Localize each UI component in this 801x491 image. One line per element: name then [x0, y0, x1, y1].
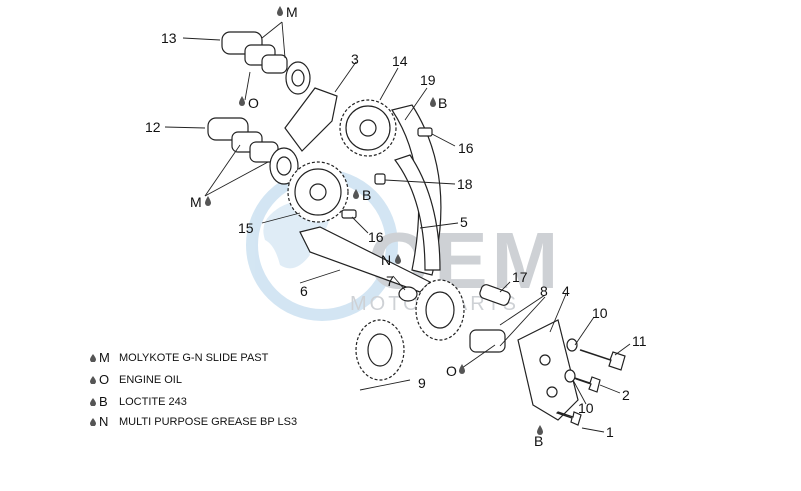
drop-icon [459, 364, 465, 374]
part-label-14: 14 [392, 53, 408, 69]
part-label-10-upper: 10 [592, 305, 608, 321]
part-label-1: 1 [606, 424, 614, 440]
sprocket-lower [287, 161, 349, 223]
part-label-5: 5 [460, 214, 468, 230]
lube-drops [205, 6, 543, 435]
gear-part-8 [415, 279, 465, 341]
bolt-part-18 [374, 173, 386, 185]
washer-part-10-lower [564, 369, 576, 383]
part-label-9: 9 [418, 375, 426, 391]
lube-o-top: O [248, 95, 259, 111]
camshaft-upper [221, 31, 311, 95]
part-label-4: 4 [562, 283, 570, 299]
part-label-7: 7 [386, 273, 394, 289]
lube-b-mid: B [362, 187, 371, 203]
part-label-19: 19 [420, 72, 436, 88]
drop-icon [90, 417, 96, 426]
legend-row-n: N MULTI PURPOSE GREASE BP LS3 [90, 414, 297, 429]
lube-n-mid: N [381, 252, 391, 268]
bolt-part-1 [555, 411, 582, 426]
drop-icon [537, 425, 543, 435]
leader-lines [164, 21, 631, 433]
part-label-11: 11 [632, 333, 647, 349]
part-label-12: 12 [145, 119, 161, 135]
part-label-17: 17 [512, 269, 528, 285]
pin-part-17 [479, 284, 511, 306]
bolt-part-2 [574, 376, 601, 393]
drop-icon [90, 375, 96, 384]
lube-letters: M O M B B N O B [190, 4, 543, 449]
bolt-part-11 [579, 349, 626, 371]
drop-icon [90, 397, 96, 406]
gear-part-9 [355, 319, 405, 381]
needle-bearing [469, 329, 506, 353]
part-label-8: 8 [540, 283, 548, 299]
drop-icon [90, 353, 96, 362]
part-label-16-lower: 16 [368, 229, 384, 245]
bolt-part-16-upper [417, 127, 433, 137]
legend-row-o: O ENGINE OIL [90, 372, 182, 387]
lube-m-top: M [286, 4, 298, 20]
drop-icon [205, 196, 211, 206]
washer-part-10-upper [566, 338, 578, 352]
legend-text: ENGINE OIL [119, 373, 182, 386]
lube-m-left: M [190, 194, 202, 210]
part-label-2: 2 [622, 387, 630, 403]
part-label-16-upper: 16 [458, 140, 474, 156]
drop-icon [430, 97, 436, 107]
bracket-part-3 [284, 87, 338, 152]
part-label-15: 15 [238, 220, 254, 236]
part-label-13: 13 [161, 30, 177, 46]
washer-part-7 [398, 286, 418, 302]
legend-symbol: B [99, 394, 108, 409]
drop-icon [277, 6, 283, 16]
legend-row-b: B LOCTITE 243 [90, 394, 187, 409]
legend-text: MOLYKOTE G-N SLIDE PAST [119, 351, 269, 364]
legend-symbol: M [99, 350, 110, 365]
legend-symbol: N [99, 414, 109, 429]
drop-icon [353, 189, 359, 199]
tensioner-arm [394, 154, 441, 271]
part-number-labels: 1 2 3 4 5 6 7 8 9 10 10 11 12 13 14 15 1… [145, 30, 647, 440]
part-label-6: 6 [300, 283, 308, 299]
lube-b-bottom: B [534, 433, 543, 449]
legend-text: MULTI PURPOSE GREASE BP LS3 [119, 415, 298, 428]
legend-row-m: M MOLYKOTE G-N SLIDE PAST [90, 350, 268, 365]
lube-o-bottom: O [446, 363, 457, 379]
lube-b-right: B [438, 95, 447, 111]
drop-icon [239, 96, 245, 106]
sprocket-upper [339, 99, 397, 157]
legend-text: LOCTITE 243 [119, 395, 187, 408]
part-label-10-lower: 10 [578, 400, 594, 416]
drop-icon [395, 254, 401, 264]
part-label-3: 3 [351, 51, 359, 67]
part-label-18: 18 [457, 176, 473, 192]
bolt-part-16-lower [341, 209, 357, 219]
camshaft-lower [207, 117, 299, 185]
cover-plate-part-4 [517, 319, 579, 421]
legend-symbol: O [99, 372, 110, 387]
